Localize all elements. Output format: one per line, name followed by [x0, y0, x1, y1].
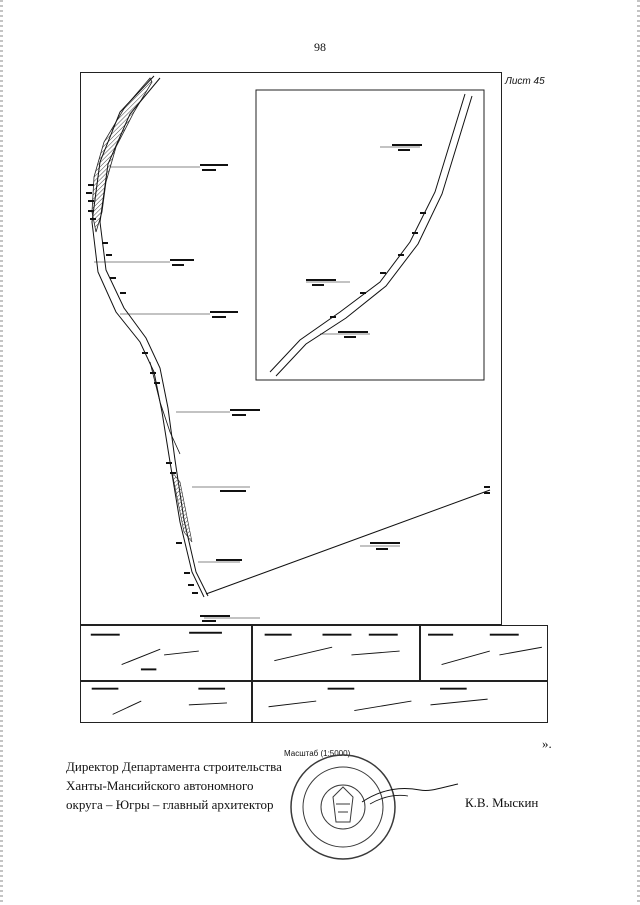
detail-strip-3 — [420, 625, 548, 681]
route-line-a — [91, 75, 205, 598]
detail-strip-1 — [80, 625, 252, 681]
official-seal — [290, 754, 396, 860]
route-line-east — [205, 489, 491, 595]
signatory-title-line1: Директор Департамента строительства — [66, 759, 282, 774]
sheet-label: Лист 45 — [505, 76, 545, 87]
route-map — [86, 75, 491, 622]
inset-route-a — [269, 93, 466, 373]
detail-strip-5 — [252, 681, 548, 723]
detail-strip-2 — [252, 625, 420, 681]
detail-strip-4 — [80, 681, 252, 723]
scale-label: Масштаб (1:5000) — [284, 749, 351, 758]
map-frame — [80, 72, 502, 625]
hatched-zone-upper — [91, 77, 153, 233]
signatory-title-line3: округа – Югры – главный архитектор — [66, 797, 274, 812]
handwritten-signature — [361, 783, 459, 805]
closing-quote: ». — [542, 736, 552, 751]
signatory-name: К.В. Мыскин — [465, 795, 539, 810]
hatched-zone-lower — [171, 471, 193, 543]
signatory-title-line2: Ханты-Мансийского автономного — [66, 778, 254, 793]
inset-route-b — [275, 95, 473, 377]
route-line-b — [99, 77, 209, 597]
inset-frame — [255, 89, 485, 381]
page-number: 98 — [314, 40, 326, 54]
